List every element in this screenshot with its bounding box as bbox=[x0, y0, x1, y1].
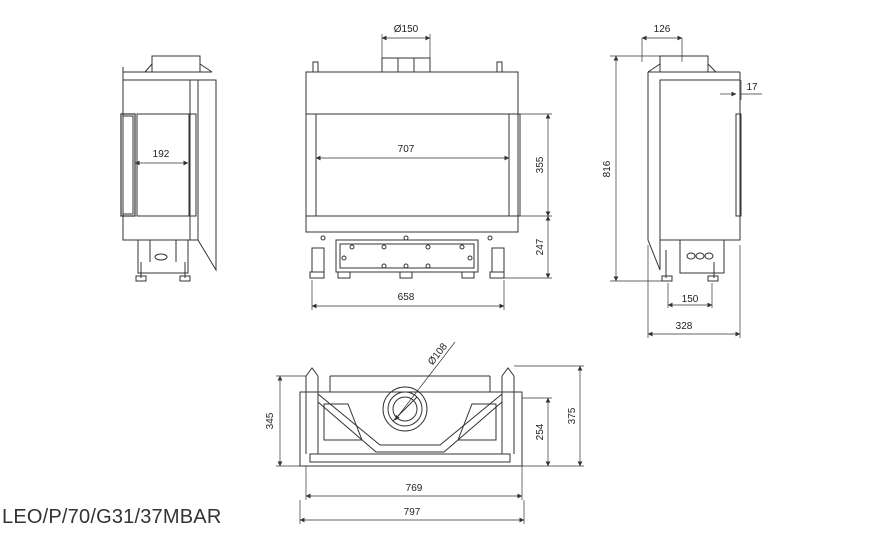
dim-355-label: 355 bbox=[535, 156, 546, 173]
dim-254-label: 254 bbox=[535, 423, 546, 440]
dim-side-left-width: 192 bbox=[134, 149, 189, 166]
dim-right: 126 17 816 150 328 bbox=[602, 24, 762, 338]
dim-17-label: 17 bbox=[746, 82, 758, 93]
dim-front: Ø150 707 355 247 658 bbox=[311, 24, 552, 310]
dim-707-label: 707 bbox=[398, 144, 415, 155]
left-side-view bbox=[120, 55, 217, 282]
right-side-view bbox=[647, 55, 742, 282]
dim-150-label: 150 bbox=[682, 294, 699, 305]
dim-126-label: 126 bbox=[654, 24, 671, 35]
dim-345-label: 345 bbox=[265, 412, 276, 429]
model-code: LEO/P/70/G31/37MBAR bbox=[2, 506, 222, 528]
dim-328-label: 328 bbox=[676, 321, 693, 332]
front-view bbox=[305, 57, 521, 279]
dim-d150-label: Ø150 bbox=[394, 24, 419, 35]
dim-247-label: 247 bbox=[535, 238, 546, 255]
dim-658-label: 658 bbox=[398, 292, 415, 303]
dim-816-label: 816 bbox=[602, 160, 613, 177]
top-view bbox=[299, 367, 523, 467]
dim-192-label: 192 bbox=[153, 149, 170, 160]
dim-769-label: 769 bbox=[406, 483, 423, 494]
dim-797-label: 797 bbox=[404, 507, 421, 518]
dim-375-label: 375 bbox=[567, 407, 578, 424]
